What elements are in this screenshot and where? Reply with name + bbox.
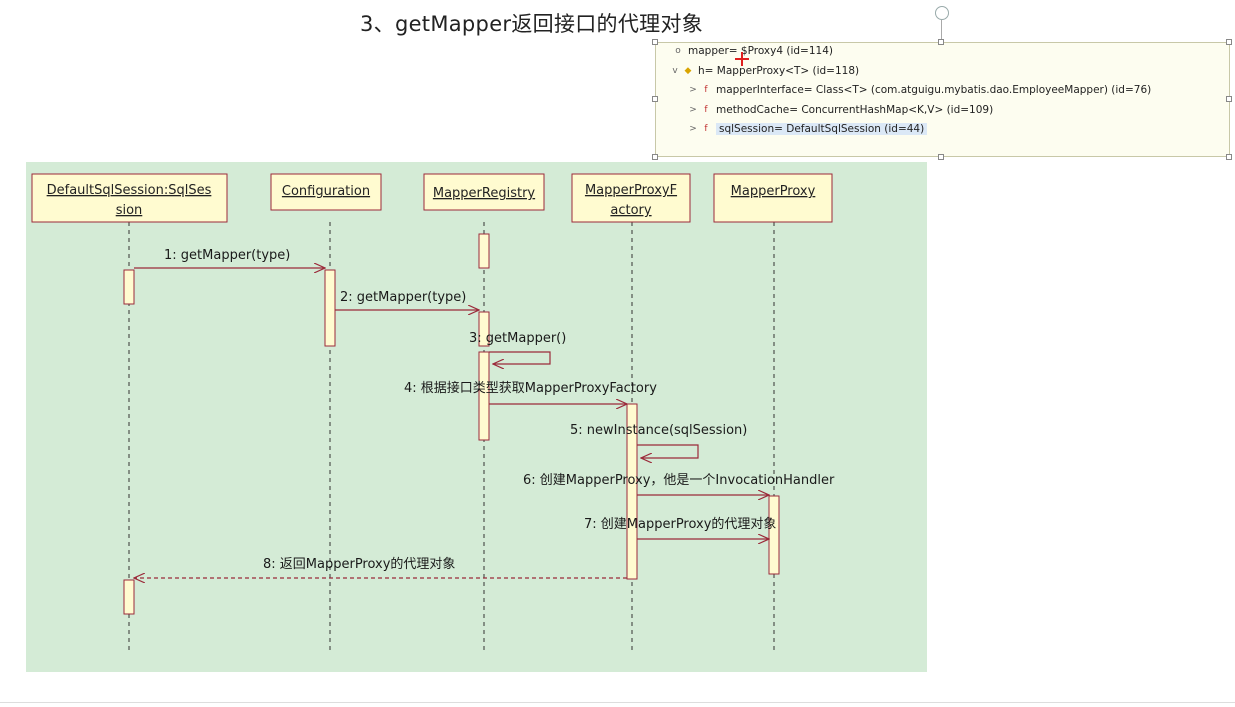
cursor-cross-icon	[735, 52, 749, 66]
debug-variables-panel[interactable]: o mapper= $Proxy4 (id=114) v ◆ h= Mapper…	[655, 42, 1230, 157]
chevron-right-icon[interactable]: >	[689, 105, 697, 115]
activation-mapperregistry-top	[478, 233, 490, 269]
lifeline-title-sqlsession-2: sion	[116, 203, 143, 218]
private-field-icon: f	[704, 85, 708, 95]
message-label-8: 8: 返回MapperProxy的代理对象	[263, 556, 455, 572]
tree-row-label-selected: sqlSession= DefaultSqlSession (id=44)	[716, 123, 928, 135]
bottom-divider	[0, 702, 1235, 703]
chevron-down-icon[interactable]: v	[672, 66, 678, 76]
rotate-stem	[941, 20, 942, 40]
tree-row-label: mapper= $Proxy4 (id=114)	[688, 45, 833, 57]
chevron-right-icon[interactable]: >	[689, 124, 697, 134]
activation-mapperproxyfactory	[626, 403, 638, 580]
diamond-icon: ◆	[684, 66, 692, 76]
lifeline-title-sqlsession-1: DefaultSqlSession:SqlSes	[47, 183, 212, 198]
tree-row-method-cache[interactable]: > f methodCache= ConcurrentHashMap<K,V> …	[686, 104, 993, 116]
activation-sqlsession-2	[123, 579, 135, 615]
resize-handle[interactable]	[652, 154, 658, 160]
resize-handle[interactable]	[938, 154, 944, 160]
slide-title: 3、getMapper返回接口的代理对象	[360, 12, 704, 36]
message-label-2: 2: getMapper(type)	[340, 290, 466, 305]
lifeline-box-mapperproxyfactory	[571, 173, 691, 223]
tree-row-label: mapperInterface= Class<T> (com.atguigu.m…	[716, 84, 1152, 96]
message-label-7: 7: 创建MapperProxy的代理对象	[584, 516, 776, 532]
private-field-icon: f	[704, 124, 708, 134]
message-label-4: 4: 根据接口类型获取MapperProxyFactory	[404, 380, 657, 396]
tree-row-h[interactable]: v ◆ h= MapperProxy<T> (id=118)	[668, 65, 859, 77]
chevron-right-icon[interactable]: >	[689, 85, 697, 95]
tree-row-label: h= MapperProxy<T> (id=118)	[698, 65, 860, 77]
sequence-diagram-svg: DefaultSqlSession:SqlSes sion Configurat…	[31, 173, 835, 652]
sequence-diagram: DefaultSqlSession:SqlSes sion Configurat…	[26, 162, 927, 672]
resize-handle[interactable]	[652, 39, 658, 45]
rotate-handle-icon[interactable]	[935, 6, 949, 20]
message-label-3: 3: getMapper()	[469, 331, 566, 346]
lifeline-box-mapperregistry	[423, 173, 545, 211]
activation-mapperregistry-2	[478, 351, 490, 441]
tree-row-mapper[interactable]: o mapper= $Proxy4 (id=114)	[658, 45, 833, 57]
tree-row-sql-session[interactable]: > f sqlSession= DefaultSqlSession (id=44…	[686, 123, 928, 135]
activation-configuration	[324, 269, 336, 347]
lifeline-title-mapperregistry: MapperRegistry	[433, 186, 536, 201]
lifeline-title-configuration: Configuration	[282, 184, 370, 199]
resize-handle[interactable]	[1226, 96, 1232, 102]
lifeline-box-mapperproxy	[713, 173, 833, 223]
message-label-6: 6: 创建MapperProxy，他是一个InvocationHandler	[523, 473, 835, 488]
message-label-1: 1: getMapper(type)	[164, 248, 290, 263]
resize-handle[interactable]	[1226, 39, 1232, 45]
activation-sqlsession-1	[123, 269, 135, 305]
message-label-5: 5: newInstance(sqlSession)	[570, 423, 747, 438]
tree-row-label: methodCache= ConcurrentHashMap<K,V> (id=…	[716, 104, 994, 116]
lifeline-box-sqlsession	[31, 173, 228, 223]
message-arrow-5-self	[637, 444, 699, 458]
resize-handle[interactable]	[1226, 154, 1232, 160]
lifeline-title-mapperproxy: MapperProxy	[731, 184, 816, 199]
lifeline-title-mapperproxyfactory-1: MapperProxyF	[585, 183, 677, 198]
object-icon: o	[675, 46, 681, 56]
resize-handle[interactable]	[938, 39, 944, 45]
activation-mapperregistry-1	[478, 311, 490, 347]
tree-row-mapper-interface[interactable]: > f mapperInterface= Class<T> (com.atgui…	[686, 84, 1151, 96]
resize-handle[interactable]	[652, 96, 658, 102]
activation-mapperproxy	[768, 495, 780, 575]
private-field-icon: f	[704, 105, 708, 115]
lifeline-title-mapperproxyfactory-2: actory	[610, 203, 652, 218]
message-arrow-3-self	[489, 351, 551, 364]
lifeline-box-configuration	[270, 173, 382, 211]
